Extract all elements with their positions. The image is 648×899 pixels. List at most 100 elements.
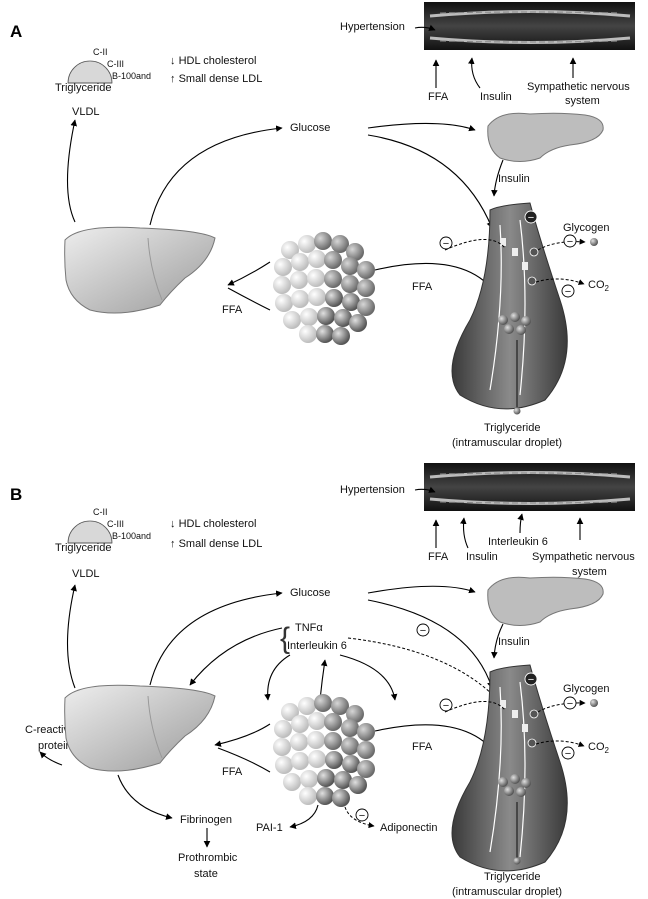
inhibition-marker: − <box>563 696 577 710</box>
co2-subscript: 2 <box>605 284 610 293</box>
pai1-label: PAI-1 <box>256 822 283 834</box>
hdl-label: ↓ HDL cholesterol <box>170 55 256 67</box>
glucose-label: Glucose <box>290 587 330 599</box>
ldl-text: Small dense LDL <box>179 538 263 550</box>
crp-label-2: protein <box>38 740 72 752</box>
panel-b: B Hypertension Interleukin 6 FFA Insulin… <box>10 463 635 898</box>
panel-b-letter: B <box>10 485 22 504</box>
sympathetic-label-2: system <box>572 566 607 578</box>
ffa-liver-label: FFA <box>222 766 243 778</box>
ldl-label: ↑ Small dense LDL <box>170 538 262 550</box>
inhibition-sign: − <box>420 625 426 637</box>
inhibition-sign: − <box>567 236 573 248</box>
ffa-liver-label: FFA <box>222 304 243 316</box>
inhibition-sign: − <box>359 810 365 822</box>
c3-label: C-III <box>107 519 124 529</box>
inhibition-sign: − <box>443 238 449 250</box>
vldl-label: VLDL <box>72 106 100 118</box>
interleukin-top-label: Interleukin 6 <box>488 536 548 548</box>
glycogen-label: Glycogen <box>563 683 609 695</box>
glycogen-granule <box>590 699 598 707</box>
inhibition-marker: − <box>561 284 575 298</box>
inhibition-marker: − <box>524 672 538 686</box>
inhibition-sign: − <box>528 212 534 224</box>
ffa-muscle-label: FFA <box>412 741 433 753</box>
hypertension-label: Hypertension <box>340 484 405 496</box>
triglyceride-droplet <box>513 857 521 865</box>
triglyceride-droplet <box>513 407 521 415</box>
vldl-label: VLDL <box>72 568 100 580</box>
inhibition-marker: − <box>355 808 369 822</box>
hdl-text: HDL cholesterol <box>179 55 257 67</box>
insulin-label: Insulin <box>480 91 512 103</box>
blood-vessel <box>424 463 635 511</box>
ldl-label: ↑ Small dense LDL <box>170 73 262 85</box>
hdl-text: HDL cholesterol <box>179 518 257 530</box>
hdl-label: ↓ HDL cholesterol <box>170 518 256 530</box>
adipose-tissue <box>273 694 375 807</box>
inhibition-marker: − <box>416 623 430 637</box>
co2-text: CO <box>588 741 605 753</box>
panel-a-letter: A <box>10 22 22 41</box>
triglyceride-label: Triglyceride <box>484 422 540 434</box>
tnf-label: TNFα <box>295 622 323 634</box>
panel-a: A Hypertension FFA Insulin Sympathetic n… <box>10 2 635 449</box>
glycogen-granule <box>590 238 598 246</box>
blood-vessel <box>424 2 635 50</box>
glucose-label: Glucose <box>290 122 330 134</box>
c3-label: C-III <box>107 59 124 69</box>
triglyceride-label-2: (intramuscular droplet) <box>452 886 562 898</box>
triglyceride-particle-label: Triglyceride <box>55 82 111 94</box>
hypertension-label: Hypertension <box>340 21 405 33</box>
inhibition-marker: − <box>524 210 538 224</box>
co2-label: CO2 <box>588 741 610 755</box>
glycogen-label: Glycogen <box>563 222 609 234</box>
interleukin-label: Interleukin 6 <box>287 640 347 652</box>
insulin-label: Insulin <box>466 551 498 563</box>
skeletal-muscle <box>451 202 568 410</box>
inhibition-sign: − <box>567 698 573 710</box>
ffa-label: FFA <box>428 91 449 103</box>
liver <box>64 684 216 772</box>
insulin-pancreas-label: Insulin <box>498 173 530 185</box>
co2-text: CO <box>588 279 605 291</box>
crp-label: C-reactive <box>25 724 75 736</box>
insulin-pancreas-label: Insulin <box>498 636 530 648</box>
ffa-muscle-label: FFA <box>412 281 433 293</box>
skeletal-muscle <box>451 664 568 872</box>
pancreas <box>487 576 604 626</box>
inhibition-sign: − <box>443 700 449 712</box>
inhibition-marker: − <box>439 236 453 250</box>
inhibition-marker: − <box>561 746 575 760</box>
co2-subscript: 2 <box>605 746 610 755</box>
triglyceride-label-2: (intramuscular droplet) <box>452 437 562 449</box>
liver <box>64 226 216 314</box>
bracket-left: { <box>280 622 290 655</box>
ldl-text: Small dense LDL <box>179 73 263 85</box>
c2-label: C-II <box>93 507 108 517</box>
ffa-label: FFA <box>428 551 449 563</box>
b100-label: B-100and <box>112 71 151 81</box>
inhibition-marker: − <box>563 234 577 248</box>
inhibition-sign: − <box>565 286 571 298</box>
c2-label: C-II <box>93 47 108 57</box>
inhibition-sign: − <box>565 748 571 760</box>
inhibition-marker: − <box>439 698 453 712</box>
co2-label: CO2 <box>588 279 610 293</box>
adipose-tissue <box>273 232 375 345</box>
lipoprotein-particle <box>67 520 113 544</box>
pancreas <box>487 112 604 162</box>
lipoprotein-particle <box>67 60 113 84</box>
prothrombic-label-2: state <box>194 868 218 880</box>
sympathetic-label-2: system <box>565 95 600 107</box>
sympathetic-label: Sympathetic nervous <box>527 81 630 93</box>
prothrombic-label: Prothrombic <box>178 852 238 864</box>
adiponectin-label: Adiponectin <box>380 822 438 834</box>
fibrinogen-label: Fibrinogen <box>180 814 232 826</box>
b100-label: B-100and <box>112 531 151 541</box>
sympathetic-label: Sympathetic nervous <box>532 551 635 563</box>
inhibition-sign: − <box>528 674 534 686</box>
triglyceride-particle-label: Triglyceride <box>55 542 111 554</box>
triglyceride-label: Triglyceride <box>484 871 540 883</box>
